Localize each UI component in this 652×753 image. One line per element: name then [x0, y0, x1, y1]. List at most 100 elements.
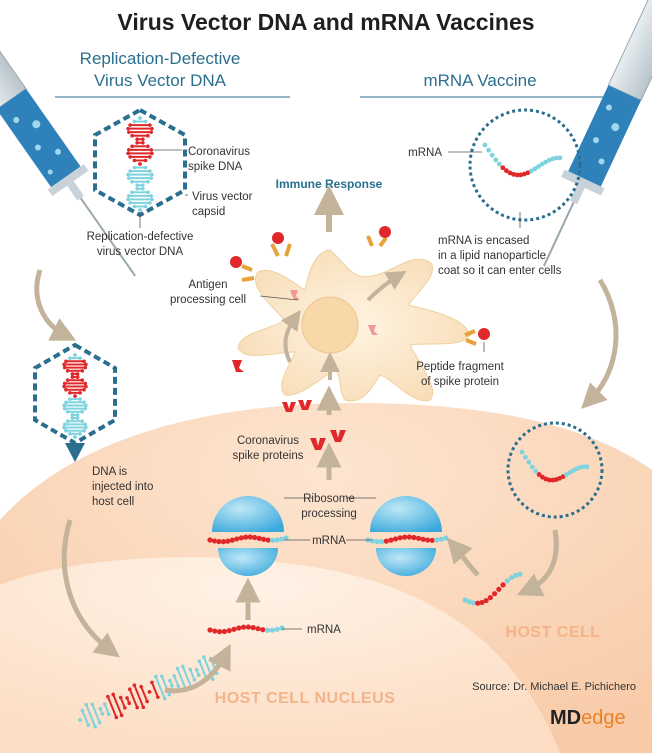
helix-backbone-bead — [64, 359, 68, 364]
helix-backbone-bead — [73, 435, 77, 439]
mrna-bead — [388, 537, 394, 543]
mrna-bead — [229, 537, 235, 543]
helix-backbone-bead — [65, 409, 70, 414]
arrow-mrna-to-ribosome-right — [446, 537, 480, 577]
label-rd-virus-vector-dna-2: virus vector DNA — [97, 246, 184, 258]
helix-backbone-bead — [62, 362, 66, 367]
helix-backbone-bead — [130, 190, 134, 195]
helix-backbone-bead — [148, 169, 152, 173]
helix-backbone-bead — [192, 677, 197, 682]
helix-backbone-bead — [100, 712, 105, 716]
helix-backbone-bead — [83, 422, 88, 427]
source-credit: Source: Dr. Michael E. Pichichero — [472, 681, 636, 693]
label-coronavirus-spike-dna-2: spike DNA — [188, 161, 243, 173]
helix-backbone-bead — [82, 400, 86, 405]
helix-backbone-bead — [132, 683, 137, 687]
mrna-bead — [466, 599, 472, 605]
mrna-bead — [265, 537, 271, 543]
mrna-bead — [483, 597, 489, 604]
helix-backbone-bead — [93, 724, 97, 729]
helix-backbone-bead — [146, 179, 150, 184]
mrna-bead — [539, 161, 545, 167]
helix-backbone-bead — [149, 176, 154, 180]
helix-backbone-bead — [75, 416, 80, 420]
helix-backbone-bead — [126, 126, 130, 131]
label-antigen-cell-2: processing cell — [170, 294, 246, 306]
helix-backbone-bead — [126, 148, 131, 152]
arrow-vector-to-cell — [34, 269, 77, 341]
mrna-bead — [243, 534, 249, 540]
mrna-bead — [482, 142, 488, 148]
helix-backbone-bead — [68, 397, 72, 401]
mrna-bead — [220, 539, 227, 545]
helix-backbone-bead — [128, 201, 132, 205]
mrna-bead — [269, 627, 275, 633]
helix-backbone-bead — [80, 419, 85, 424]
helix-backbone-bead — [84, 384, 88, 389]
label-peptide-fragment-1: Peptide fragment — [416, 361, 504, 373]
helix-backbone-bead — [141, 140, 145, 145]
mrna-bead — [500, 165, 506, 171]
brand-part2: edge — [581, 707, 626, 729]
mrna-bead — [269, 537, 276, 543]
label-ribosome-2: processing — [301, 508, 357, 520]
helix-backbone-bead — [150, 126, 154, 131]
mrna-bead — [283, 535, 289, 541]
peptide-fragment-inside-2 — [368, 325, 378, 335]
helix-backbone-bead — [172, 674, 176, 678]
left-syringe — [0, 0, 137, 277]
helix-backbone-bead — [62, 422, 67, 427]
lipid-nanoparticle-cell — [506, 421, 604, 519]
mrna-bead — [519, 449, 525, 455]
helix-backbone-bead — [170, 684, 174, 688]
mrna-bead — [492, 591, 498, 597]
helix-rung — [173, 675, 180, 687]
mrna-bead — [489, 152, 495, 158]
label-virus-vector-capsid-1: Virus vector — [192, 191, 253, 203]
helix-backbone-bead — [146, 144, 150, 149]
mhc-receptor-left — [230, 256, 255, 282]
helix-backbone-bead — [62, 406, 67, 411]
antigen-cell-nucleus — [301, 296, 359, 354]
mrna-bead — [532, 166, 538, 172]
arrow-nanoparticle-to-cell — [581, 278, 619, 409]
helix-backbone-bead — [127, 701, 132, 706]
mhc-receptor-right — [464, 328, 490, 346]
helix-backbone-bead — [139, 684, 144, 689]
peptide-fragment-inside-1 — [290, 290, 300, 300]
helix-backbone-bead — [149, 148, 154, 152]
helix-backbone-bead — [135, 140, 139, 145]
mrna-bead — [518, 172, 524, 178]
mrna-bead — [462, 597, 468, 603]
label-host-cell: HOST CELL — [505, 624, 600, 641]
mrna-bead — [536, 472, 542, 477]
helix-backbone-bead — [78, 391, 82, 395]
helix-backbone-bead — [150, 172, 154, 177]
helix-backbone-bead — [147, 690, 152, 694]
helix-backbone-bead — [180, 664, 185, 669]
helix-backbone-bead — [78, 432, 82, 436]
helix-backbone-bead — [126, 194, 131, 198]
helix-rung — [176, 668, 187, 690]
mrna-bead — [486, 147, 491, 153]
mrna-bead — [529, 464, 535, 470]
virus-vector-capsid-top — [93, 107, 187, 218]
label-dna-injected-2: injected into — [92, 481, 153, 493]
mrna-bead — [475, 600, 481, 606]
label-peptide-fragment-2: of spike protein — [421, 376, 499, 388]
mrna-bead — [504, 578, 510, 584]
helix-backbone-bead — [73, 394, 77, 398]
helix-backbone-bead — [146, 133, 150, 138]
helix-backbone-bead — [70, 416, 75, 420]
mrna-bead — [212, 628, 218, 634]
mrna-bead — [438, 536, 445, 542]
helix-backbone-bead — [78, 397, 82, 401]
spike-proteins-bound — [282, 400, 312, 412]
helix-backbone-bead — [70, 375, 75, 379]
helix-backbone-bead — [135, 183, 139, 188]
helix-backbone-bead — [126, 176, 131, 180]
helix-rung — [81, 710, 90, 726]
helix-backbone-bead — [62, 403, 66, 408]
mrna-bead — [496, 586, 502, 592]
label-dna-injected-3: host cell — [92, 496, 134, 508]
